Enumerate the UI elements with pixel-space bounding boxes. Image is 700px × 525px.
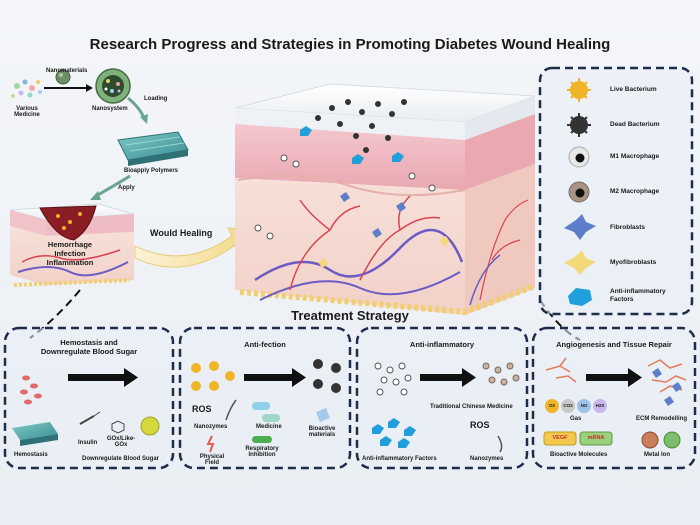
respiratory-inhibition-label: Respiratory Inhibition [245, 446, 279, 458]
ros-label-2: ROS [470, 420, 490, 430]
physical-field-label: Physical Field [199, 454, 225, 466]
nanozymes-label-2: Nanozymes [470, 456, 504, 462]
connector-left [29, 289, 81, 339]
nanozymes-label: Nanozymes [194, 424, 228, 430]
nanomaterial-sphere [55, 69, 71, 85]
wound-skin-block [9, 203, 135, 287]
insulin-label: Insulin [78, 440, 98, 446]
loading-label: Loading [144, 96, 168, 102]
wound-labels: Hemorrhage Infection Inflammation [46, 240, 94, 267]
skin-anti-inflammatory-factors [300, 126, 404, 164]
medicine-capsule-icon [252, 402, 280, 422]
legend-label-anti-inflammatory-factors: Anti-inflammatory Factors [610, 288, 666, 303]
gox-label: GOx/Like- GOx [106, 436, 136, 448]
legend-label-live-bacterium: Live Bacterium [610, 86, 657, 93]
antifection-title: Anti-fection [244, 340, 286, 349]
nanosystem-label: Nanosystem [92, 106, 128, 112]
skin-fibroblasts [318, 192, 450, 268]
hemostasis-label: Hemostasis [14, 452, 48, 458]
fibroblast-icon [564, 214, 596, 240]
bioapply-polymer-patch [117, 131, 189, 166]
arrow-body-4 [586, 374, 628, 381]
antifection-live-bacteria [191, 361, 235, 391]
anti-inflammatory-factor-icon [568, 288, 592, 306]
loading-arrow [127, 96, 146, 119]
ecm-label: ECM Remodelling [636, 416, 688, 422]
ecm-network-icon [647, 359, 687, 406]
gox-molecule-icon [111, 420, 125, 434]
bioactive-materials-icon [316, 408, 330, 422]
bioapply-polymers-label: Bioapply Polymers [124, 168, 179, 174]
factor-cluster-icon [372, 418, 416, 448]
antiinflammatory-title: Anti-inflammatory [409, 340, 475, 349]
downregulate-label: Downregulate Blood Sugar [82, 456, 160, 462]
gas-o2: O2 [548, 403, 555, 408]
inflammatory-macrophages [374, 362, 412, 396]
medicine-particles [11, 79, 42, 98]
gas-h2s: H2S [595, 403, 605, 408]
gas-co2: CO2 [563, 403, 573, 408]
angiogenesis-title: Angiogenesis and Tissue Repair [556, 340, 672, 349]
skin-dead-bacteria [315, 99, 407, 153]
ros-label: ROS [192, 404, 212, 414]
gas-label: Gas [570, 416, 582, 422]
repaired-macrophages [482, 362, 520, 386]
mrna-tag: mRNA [587, 435, 605, 441]
gox-nanoparticle-icon [140, 416, 160, 436]
hemostasis-title: Hemostasis and Downregulate Blood Sugar [40, 338, 138, 356]
arrow-body-2 [244, 374, 292, 381]
live-bacterium-icon [567, 78, 591, 102]
bioactive-materials-label: Bioactive materials [308, 426, 336, 438]
vegf-tag: VEGF [552, 435, 568, 441]
hemostasis-patch-icon [12, 422, 58, 446]
legend-label-fibroblasts: Fibroblasts [610, 224, 646, 231]
ros-arrow-2 [497, 435, 503, 453]
vessel-sprout-left [545, 357, 577, 383]
physical-field-icon [206, 435, 215, 453]
bioactive-molecules-label: Bioactive Molecules [550, 452, 608, 458]
page-title: Research Progress and Strategies in Prom… [89, 36, 611, 53]
antifection-dead-bacteria [313, 359, 341, 393]
arrow-body-3 [420, 374, 462, 381]
would-healing-label: Would Healing [150, 228, 213, 238]
factors-label: Anti-inflammatory Factors [362, 456, 437, 462]
legend-label-m2-macrophage: M2 Macrophage [610, 188, 660, 195]
gas-molecules-icon [545, 399, 607, 413]
nanosystem-particle [95, 68, 131, 104]
metal-ion-label: Metal Ion [644, 452, 671, 458]
legend-label-m1-macrophage: M1 Macrophage [610, 153, 660, 160]
skin-macrophages [254, 154, 436, 240]
ros-arrow [225, 399, 237, 421]
m2-macrophage-icon [568, 181, 590, 203]
box-antifection [178, 326, 352, 470]
bioactive-molecules-icon [543, 431, 613, 446]
apply-label: Apply [118, 185, 135, 191]
dead-bacterium-icon [567, 113, 591, 137]
tcm-label: Traditional Chinese Medicine [430, 404, 513, 410]
legend-label-dead-bacterium: Dead Bacterium [610, 121, 660, 128]
arrow-body-1 [68, 374, 124, 381]
large-skin-block [234, 83, 537, 316]
legend-label-myofibroblasts: Myofibroblasts [610, 259, 657, 266]
nanomaterials-label: Nanomaterials [46, 68, 88, 74]
various-medicine-label: Various Medicine [14, 106, 40, 118]
gas-no: NO [580, 403, 588, 408]
myofibroblast-icon [564, 250, 596, 275]
section-title-treatment: Treatment Strategy [291, 308, 409, 323]
metal-ion-icon [641, 431, 681, 449]
respiratory-inhibition-icon [252, 436, 272, 443]
m1-macrophage-icon [568, 146, 590, 168]
medicine-label: Medicine [256, 424, 282, 430]
insulin-syringe-icon [79, 411, 101, 425]
blood-cells-icon [20, 375, 42, 405]
